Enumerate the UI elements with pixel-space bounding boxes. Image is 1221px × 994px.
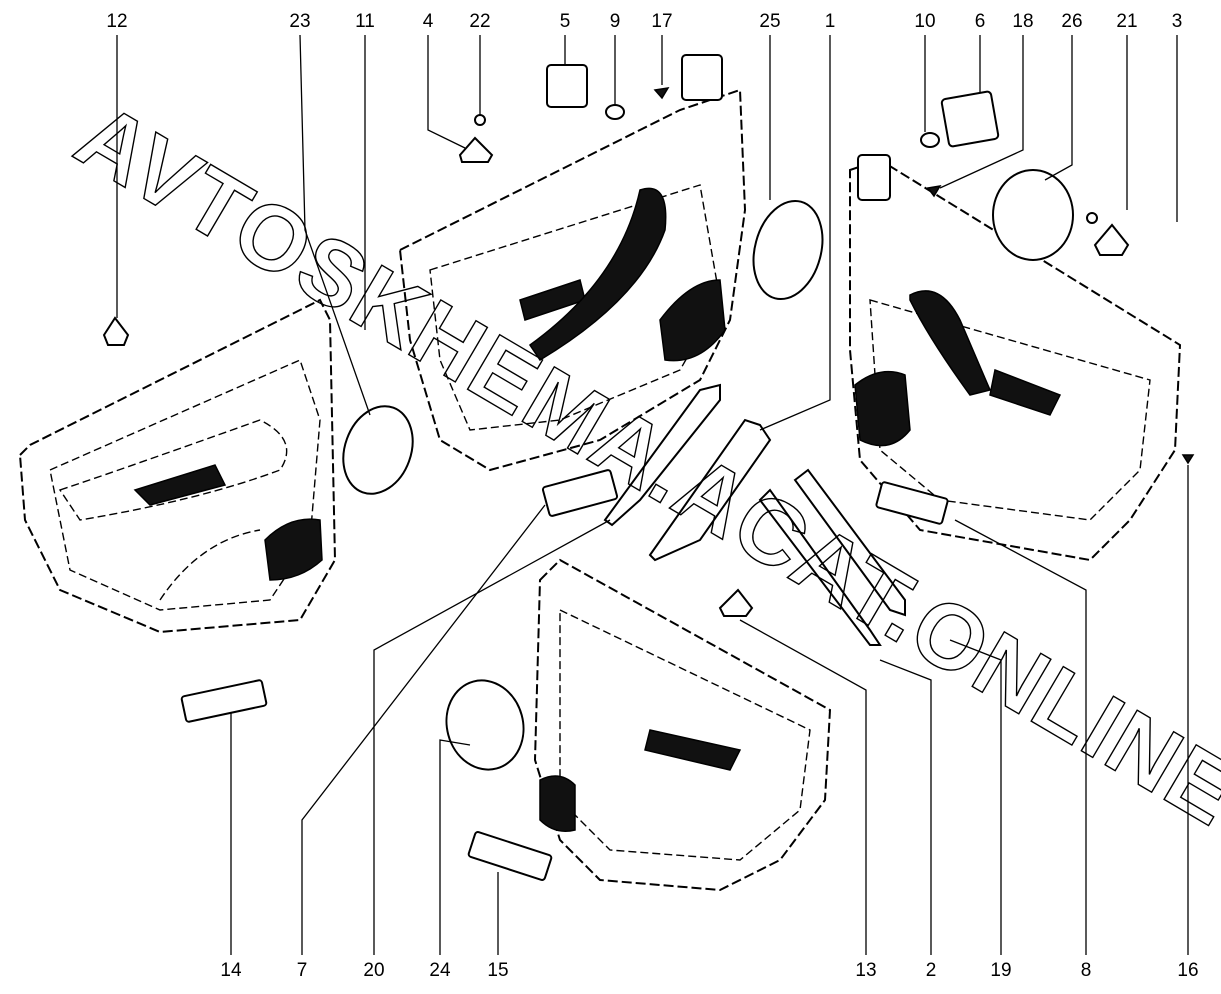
callout-15: 15 xyxy=(487,960,508,981)
speaker-seal-23 xyxy=(342,405,414,495)
rear-right-door-panel xyxy=(533,558,832,892)
callout-10: 10 xyxy=(914,11,935,32)
callout-23: 23 xyxy=(289,11,310,32)
speaker-seal-24 xyxy=(445,679,525,771)
callout-20: 20 xyxy=(363,960,384,981)
callout-9: 9 xyxy=(610,11,621,32)
callout-5: 5 xyxy=(560,11,571,32)
callout-14: 14 xyxy=(220,960,242,981)
callout-17: 17 xyxy=(651,11,672,32)
callout-24: 24 xyxy=(429,960,451,981)
callout-2: 2 xyxy=(926,960,937,981)
callout-11: 11 xyxy=(355,11,375,32)
callout-18: 18 xyxy=(1012,11,1033,32)
callouts-top: 12 23 11 4 22 5 9 17 25 1 10 6 18 26 21 … xyxy=(106,11,1182,32)
callout-4: 4 xyxy=(423,11,434,32)
callout-25: 25 xyxy=(759,11,780,32)
leader-lines xyxy=(116,34,1189,955)
speaker-seal-26 xyxy=(992,169,1074,261)
callout-21: 21 xyxy=(1116,11,1137,32)
callout-8: 8 xyxy=(1081,960,1092,981)
speaker-seal-25 xyxy=(752,199,824,301)
callout-16: 16 xyxy=(1177,960,1198,981)
callout-7: 7 xyxy=(297,960,308,981)
callouts-bottom: 14 7 20 24 15 13 2 19 8 16 xyxy=(220,960,1198,981)
callout-12: 12 xyxy=(106,11,127,32)
callout-26: 26 xyxy=(1061,11,1082,32)
callout-19: 19 xyxy=(990,960,1011,981)
front-right-door-panel xyxy=(849,154,1182,562)
callout-6: 6 xyxy=(975,11,986,32)
callout-13: 13 xyxy=(855,960,876,981)
callout-1: 1 xyxy=(825,11,836,32)
rear-left-door-panel xyxy=(18,298,337,634)
callout-3: 3 xyxy=(1172,11,1183,32)
front-left-door-panel xyxy=(398,54,747,472)
small-parts xyxy=(102,64,1195,881)
callout-22: 22 xyxy=(469,11,490,32)
